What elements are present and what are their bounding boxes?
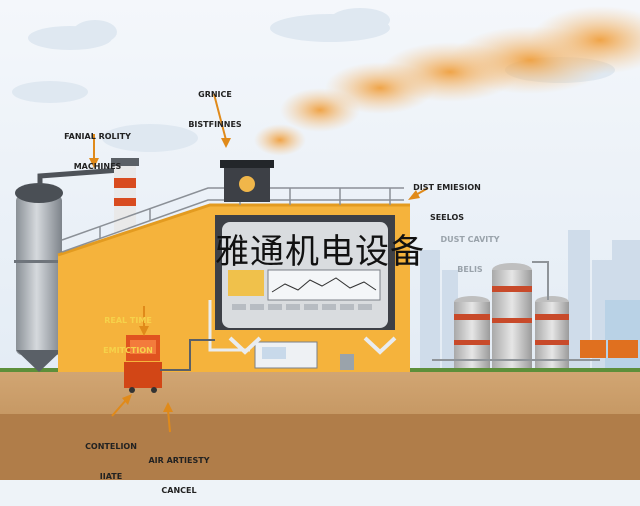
label-bottom-mid: AIR ARTIESTY CANCEL — [124, 436, 234, 506]
striped-chimney — [111, 158, 139, 235]
label-right-top: DIST EMIESION SEELOS — [392, 163, 502, 233]
label-bottom-left: CONTELION IIATE — [56, 422, 166, 492]
label-top-center-line2: BISTFINNES — [188, 120, 242, 129]
label-right-top-line2: SEELOS — [429, 213, 465, 222]
factory-illustration — [0, 0, 640, 480]
factory-building — [57, 187, 410, 372]
control-unit — [124, 335, 215, 393]
cargo-containers — [580, 340, 638, 358]
label-top-center-line1: GRNICE — [198, 90, 232, 99]
label-right-mid-line2: BELIS — [457, 265, 483, 274]
label-arrows — [89, 93, 429, 433]
distillation-column — [14, 183, 64, 372]
watermark-text: 雅通机电设备 — [215, 232, 425, 272]
label-bottom-mid-line2: CANCEL — [161, 486, 197, 495]
label-left-top: FANIAL ROLITY MACHINES — [40, 112, 155, 182]
label-left-mid-line2: EMITCTION — [103, 346, 153, 355]
connecting-pipe — [37, 167, 121, 185]
emission-stack — [220, 160, 274, 202]
label-bottom-left-line2: IIATE — [99, 472, 123, 481]
smoke-plume — [254, 6, 640, 156]
label-left-mid: REAL TIME EMITCTION — [78, 296, 178, 366]
label-right-top-line1: DIST EMIESION — [413, 183, 481, 192]
label-bottom-mid-line1: AIR ARTIESTY — [148, 456, 210, 465]
storage-tanks — [432, 261, 600, 368]
label-right-mid: DUST CAVITY BELIS — [420, 215, 520, 285]
label-bottom-left-line1: CONTELION — [85, 442, 137, 451]
label-left-top-line2: MACHINES — [73, 162, 122, 171]
label-left-mid-line1: REAL TIME — [104, 316, 152, 325]
label-top-center: GRNICE BISTFINNES — [160, 70, 270, 140]
label-right-mid-line1: DUST CAVITY — [440, 235, 500, 244]
label-left-top-line1: FANIAL ROLITY — [64, 132, 131, 141]
